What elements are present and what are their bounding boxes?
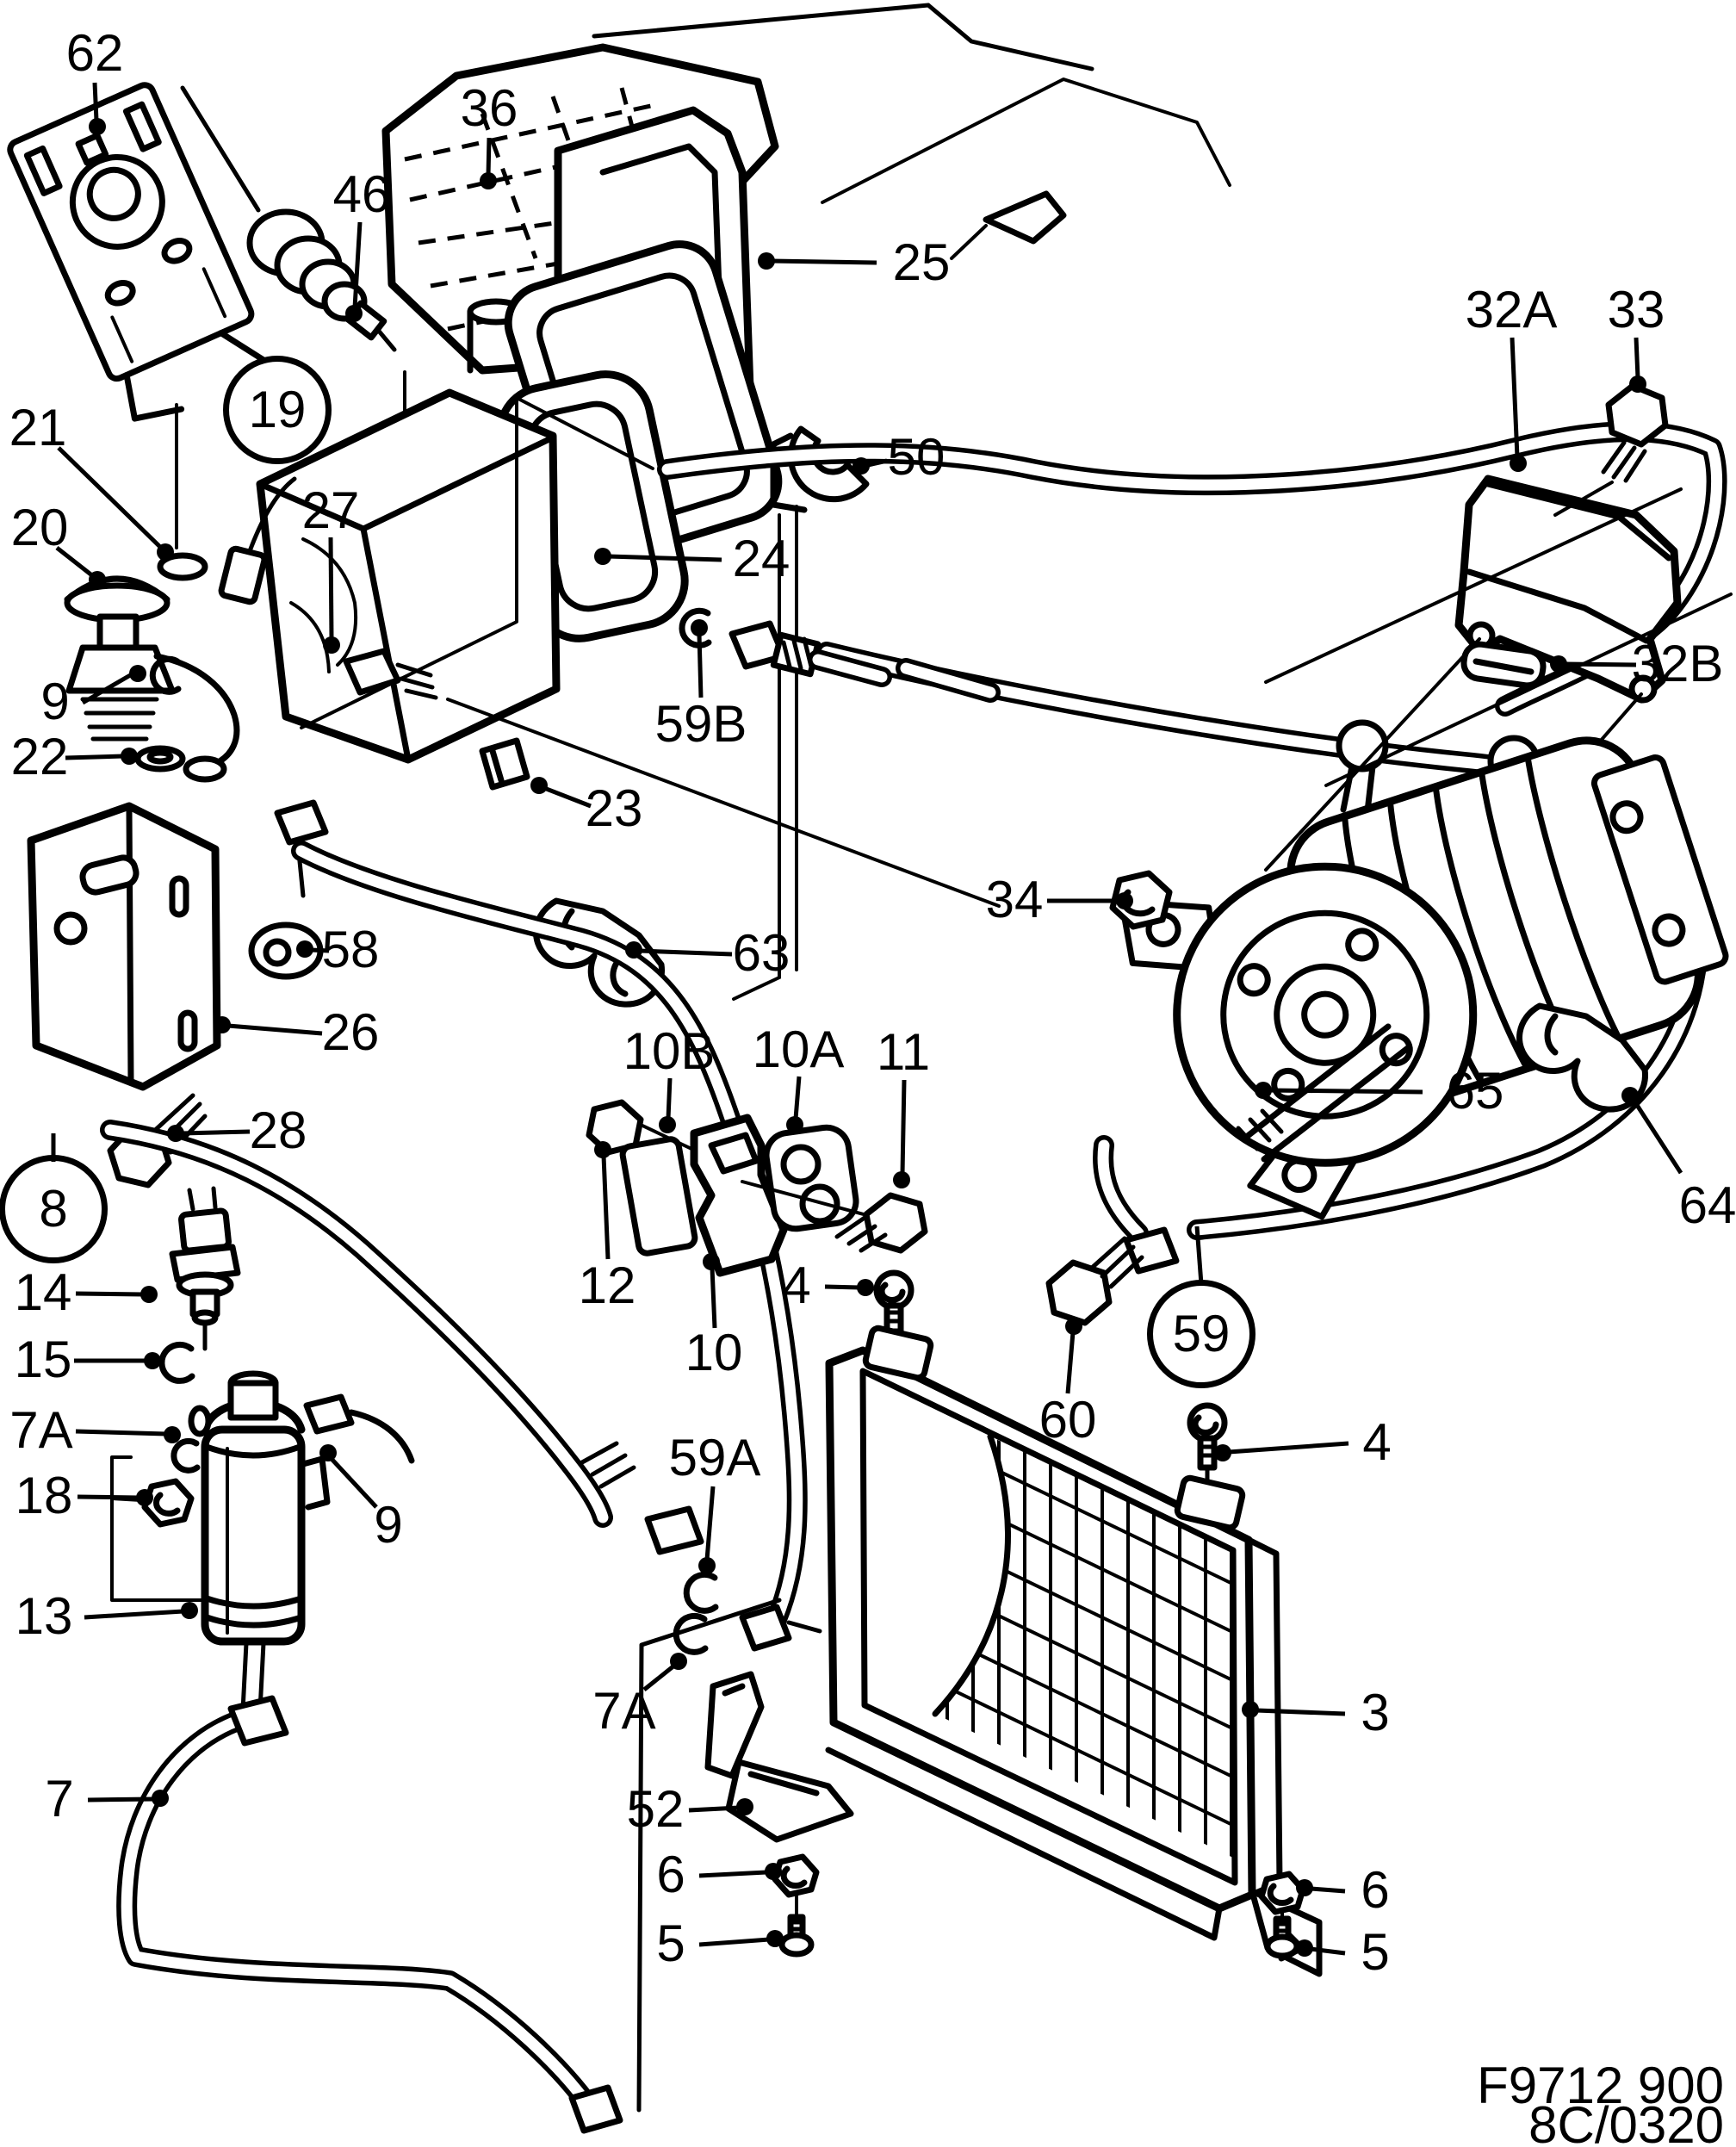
- callout-5-left: 5: [656, 1914, 685, 1972]
- callout-65: 65: [1446, 1062, 1504, 1120]
- callout-36: 36: [460, 79, 518, 137]
- clip-50: [770, 425, 870, 513]
- callout-15: 15: [14, 1331, 72, 1388]
- callout-13: 13: [15, 1587, 73, 1645]
- grommet-58: [248, 921, 324, 980]
- callout-10: 10: [685, 1324, 743, 1381]
- callout-6-left: 6: [656, 1846, 685, 1903]
- callout-60: 60: [1038, 1391, 1097, 1449]
- callout-14: 14: [14, 1263, 72, 1321]
- callout-7A-lower: 7A: [592, 1682, 656, 1740]
- callout-24: 24: [732, 530, 790, 587]
- union-59B: [679, 607, 892, 687]
- oring-7A-upper: [170, 1437, 201, 1474]
- callout-8: 8: [0, 1155, 108, 1263]
- callout-20: 20: [10, 499, 69, 556]
- callout-28: 28: [249, 1101, 307, 1159]
- studs-65: [1236, 1023, 1412, 1163]
- callout-12: 12: [578, 1257, 636, 1314]
- expansion-valve-20: [64, 476, 297, 783]
- receiver-drier-13: [188, 1370, 415, 1713]
- oring-15: [158, 1341, 195, 1384]
- callout-9-lower: 9: [374, 1496, 403, 1554]
- screw-5-left: [778, 1914, 815, 1958]
- oring-9-upper: [149, 655, 182, 695]
- callout-62: 62: [65, 24, 124, 82]
- callout-63: 63: [732, 924, 790, 982]
- callout-32B: 32B: [1631, 635, 1724, 692]
- clips-52: [704, 1671, 854, 1843]
- callout-7: 7: [45, 1770, 74, 1827]
- callout-18: 18: [15, 1467, 73, 1524]
- bracket-26: [27, 802, 221, 1091]
- callout-27: 27: [301, 481, 360, 539]
- callout-32A: 32A: [1465, 281, 1558, 338]
- callout-5-right: 5: [1361, 1923, 1390, 1981]
- thermostat-62: [7, 82, 266, 422]
- callout-3: 3: [1361, 1684, 1390, 1741]
- callout-9-upper: 9: [40, 673, 70, 730]
- callout-34: 34: [985, 871, 1044, 928]
- compressor: [1119, 736, 1729, 1220]
- callout-19: 19: [223, 356, 332, 464]
- nut-6-right: [1258, 1871, 1306, 1915]
- callout-4-right: 4: [1362, 1413, 1392, 1471]
- sheet-code: 8C/0320: [1528, 2096, 1724, 2147]
- callout-59B: 59B: [654, 695, 747, 753]
- callout-59A: 59A: [668, 1429, 761, 1486]
- callout-58: 58: [321, 921, 380, 978]
- clip-23: [479, 737, 530, 791]
- callout-7A-upper: 7A: [9, 1401, 73, 1459]
- drawing-number: F9712 900: [1477, 2057, 1724, 2114]
- oring-21: [157, 403, 208, 581]
- callout-26: 26: [321, 1003, 380, 1061]
- leader-lines: [51, 82, 1683, 1957]
- callout-33: 33: [1607, 281, 1665, 338]
- bolt-60: [1045, 1236, 1144, 1326]
- callout-25: 25: [892, 233, 951, 291]
- callout-23: 23: [585, 779, 643, 837]
- seal-32B: [1460, 641, 1547, 689]
- washer-22: [134, 745, 186, 773]
- bolt-4-mid: [873, 1269, 914, 1335]
- bracket-32A: [1264, 475, 1733, 919]
- callout-22: 22: [10, 728, 69, 785]
- callout-64: 64: [1678, 1176, 1736, 1234]
- callout-52: 52: [626, 1780, 685, 1838]
- callout-59: 59: [1147, 1280, 1256, 1388]
- bolt-4-right: [1187, 1402, 1228, 1511]
- callout-6-right: 6: [1361, 1861, 1390, 1919]
- pressure-switch-14: [169, 1186, 241, 1351]
- temp-sensor-46: [180, 85, 397, 352]
- bracket-10-group: [586, 1099, 928, 1277]
- condenser-3: [636, 1325, 1323, 2113]
- callout-10A: 10A: [752, 1021, 845, 1078]
- callout-11: 11: [876, 1023, 931, 1081]
- callout-4-mid: 4: [782, 1257, 811, 1314]
- orings-59A: [673, 1571, 822, 1655]
- callout-21: 21: [9, 399, 67, 456]
- callout-10B: 10B: [623, 1022, 716, 1080]
- callout-50: 50: [887, 428, 946, 486]
- nut-6-left: [772, 1853, 820, 1898]
- pipe-7: [116, 1695, 623, 2134]
- callout-46: 46: [332, 165, 391, 223]
